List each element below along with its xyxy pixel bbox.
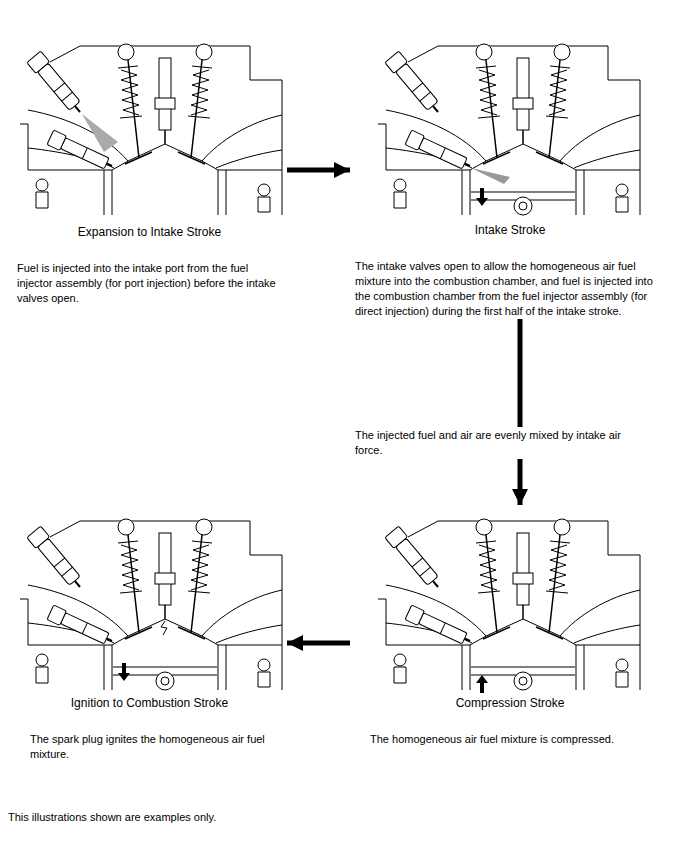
flow-arrow bbox=[518, 319, 523, 505]
stroke-description: The spark plug ignites the homogeneous a… bbox=[30, 732, 278, 762]
footnote: This illustrations shown are examples on… bbox=[8, 810, 408, 825]
intake-illustration bbox=[378, 44, 640, 215]
stroke-title: Compression Stroke bbox=[350, 696, 670, 711]
piston-arrow bbox=[476, 675, 488, 693]
stroke-title: Expansion to Intake Stroke bbox=[12, 225, 287, 240]
piston-arrow bbox=[476, 188, 488, 206]
piston bbox=[113, 667, 217, 690]
edge-label: The injected fuel and air are evenly mix… bbox=[353, 427, 637, 459]
flow-arrow bbox=[287, 641, 350, 646]
cylinder-head bbox=[378, 44, 640, 215]
spark bbox=[161, 621, 167, 635]
stroke-panel: Expansion to Intake StrokeFuel is inject… bbox=[12, 30, 287, 306]
stroke-description: Fuel is injected into the intake port fr… bbox=[17, 261, 282, 306]
compression-illustration bbox=[378, 519, 640, 693]
stroke-title: Ignition to Combustion Stroke bbox=[12, 696, 287, 711]
expansion-illustration bbox=[20, 44, 282, 215]
cylinder-head bbox=[20, 44, 282, 215]
ignition-illustration bbox=[20, 519, 282, 690]
stroke-panel: Intake StrokeThe intake valves open to a… bbox=[350, 30, 670, 319]
piston-arrow bbox=[118, 663, 130, 681]
stroke-panel: Ignition to Combustion StrokeThe spark p… bbox=[12, 505, 287, 762]
stroke-title: Intake Stroke bbox=[350, 223, 670, 238]
stroke-description: The homogeneous air fuel mixture is comp… bbox=[370, 732, 665, 747]
cylinder-head bbox=[378, 519, 640, 690]
fuel-spray bbox=[471, 168, 510, 184]
stroke-description: The intake valves open to allow the homo… bbox=[355, 259, 660, 319]
cylinder-head bbox=[20, 519, 282, 690]
fuel-spray bbox=[82, 114, 118, 152]
flow-arrow bbox=[287, 168, 350, 173]
stroke-panel: Compression StrokeThe homogeneous air fu… bbox=[350, 505, 670, 747]
piston bbox=[471, 192, 575, 215]
piston bbox=[471, 667, 575, 690]
